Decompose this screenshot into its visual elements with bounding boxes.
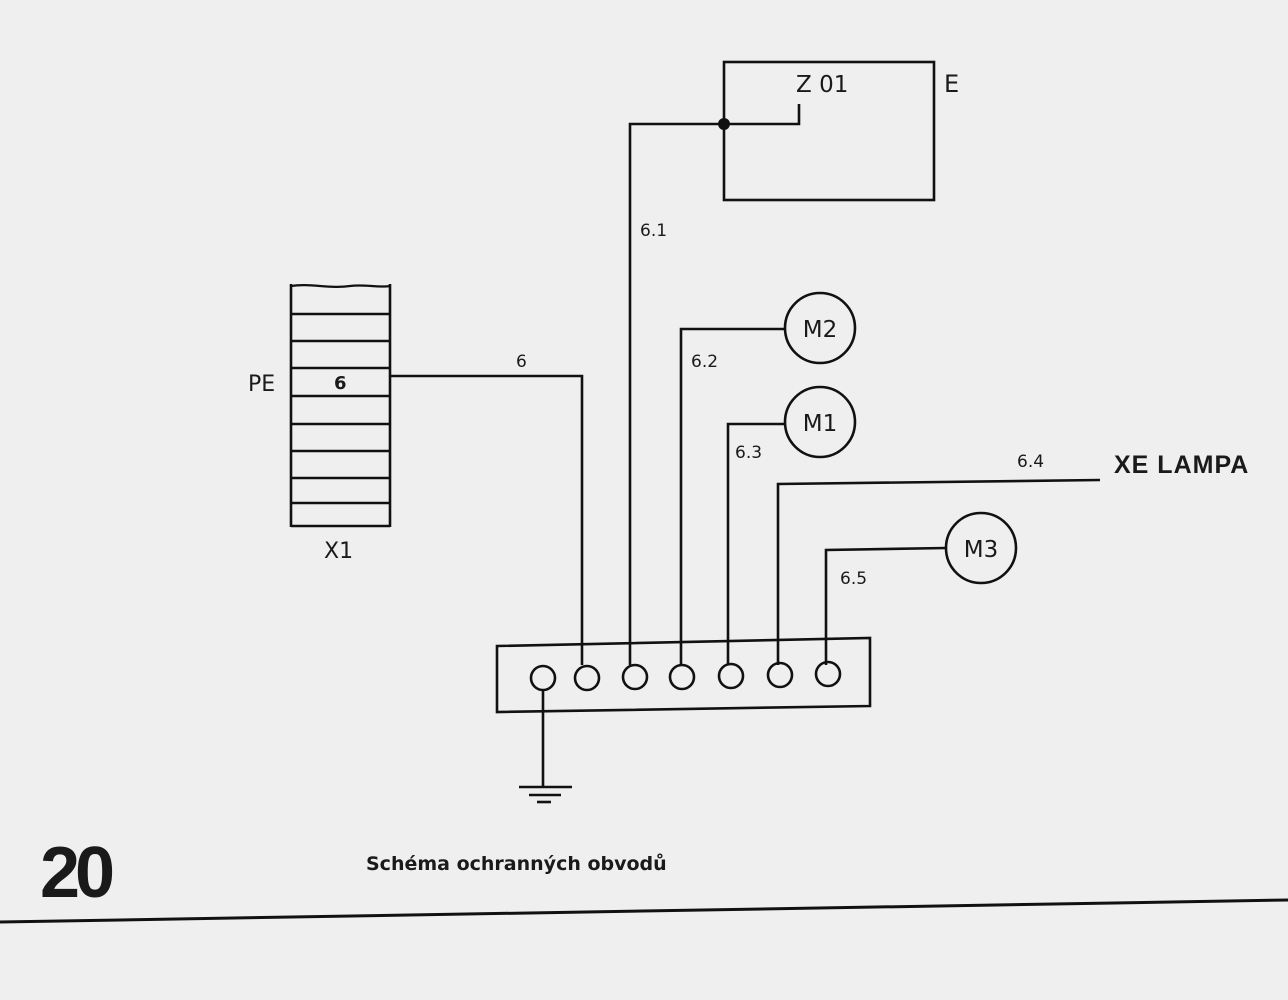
motor-m2-label: M2 — [803, 317, 837, 343]
module-e-label: E — [944, 70, 959, 98]
connector-bar — [495, 636, 872, 714]
z01-label: Z 01 — [796, 72, 848, 98]
bottom-rule — [0, 898, 1288, 924]
terminal-6 — [573, 664, 601, 692]
motor-m1-circle — [783, 385, 857, 459]
wire-6-5 — [824, 546, 947, 665]
terminal-6-2 — [668, 663, 696, 691]
wire-6-2-label: 6.2 — [691, 352, 718, 372]
pe-label: PE — [248, 372, 275, 397]
motor-m3-label: M3 — [964, 537, 998, 563]
terminal-6-4 — [766, 661, 794, 689]
wire-6-4-label: 6.4 — [1017, 452, 1044, 472]
terminal-6-1 — [621, 663, 649, 691]
motor-m3-circle — [944, 511, 1018, 585]
x1-label: X1 — [324, 539, 353, 564]
motor-m1-label: M1 — [803, 411, 837, 437]
wire-6-2 — [679, 327, 785, 665]
figure-caption: Schéma ochranných obvodů — [366, 852, 667, 875]
terminal-block-x1 — [289, 284, 392, 528]
ground-symbol — [519, 690, 572, 804]
z01-lead — [724, 104, 801, 126]
wire-6 — [390, 374, 584, 665]
wire-6-1-label: 6.1 — [640, 221, 667, 241]
wire-6-1 — [628, 122, 724, 665]
xe-lampa-label: XE LAMPA — [1114, 451, 1249, 479]
module-e-box — [722, 60, 936, 202]
wire-6-label: 6 — [516, 352, 527, 372]
wire-6-3 — [726, 422, 786, 665]
figure-number: 20 — [40, 833, 113, 913]
wire-6-4 — [776, 478, 1101, 665]
x1-terminal-number: 6 — [334, 373, 347, 394]
connector-terminals — [529, 660, 842, 692]
terminal-ground — [529, 664, 557, 692]
wire-6-5-label: 6.5 — [840, 569, 867, 589]
motor-m2-circle — [783, 291, 857, 365]
wire-6-3-label: 6.3 — [735, 443, 762, 463]
terminal-6-5 — [814, 660, 842, 688]
terminal-6-3 — [717, 662, 745, 690]
